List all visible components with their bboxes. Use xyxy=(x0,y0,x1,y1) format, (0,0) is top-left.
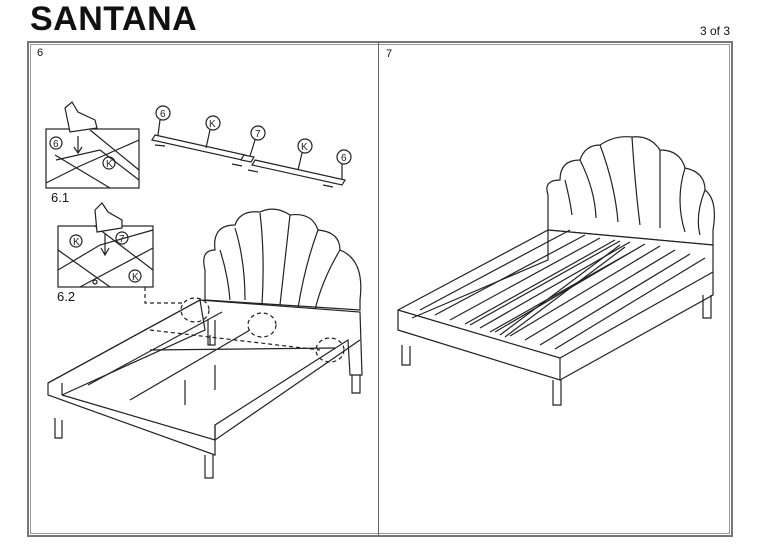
slat-diagram: 6 K 7 K 6 xyxy=(151,105,352,188)
page-number: 3 of 3 xyxy=(699,24,730,38)
document-title: SANTANA xyxy=(30,0,198,38)
svg-text:6: 6 xyxy=(160,109,166,120)
svg-text:7: 7 xyxy=(119,234,125,245)
svg-text:K: K xyxy=(209,119,216,130)
step-6-number: 6 xyxy=(37,47,44,59)
svg-text:7: 7 xyxy=(255,129,261,140)
bed-frame-step-7 xyxy=(397,136,715,406)
inset-6-2: K 7 K xyxy=(57,202,154,288)
panel-divider xyxy=(378,41,379,537)
svg-text:K: K xyxy=(132,272,139,283)
step-7-number: 7 xyxy=(386,48,393,60)
instruction-frame xyxy=(27,41,733,537)
bed-frame-step-6 xyxy=(47,208,363,479)
svg-text:K: K xyxy=(73,237,80,248)
substep-6-1-label: 6.1 xyxy=(51,190,70,205)
svg-text:K: K xyxy=(106,159,113,170)
svg-text:K: K xyxy=(301,142,308,153)
substep-6-2-label: 6.2 xyxy=(57,289,76,304)
inset-6-1: 6 K xyxy=(45,101,140,189)
slats xyxy=(419,229,706,350)
svg-text:6: 6 xyxy=(341,153,347,164)
svg-text:6: 6 xyxy=(53,139,59,150)
